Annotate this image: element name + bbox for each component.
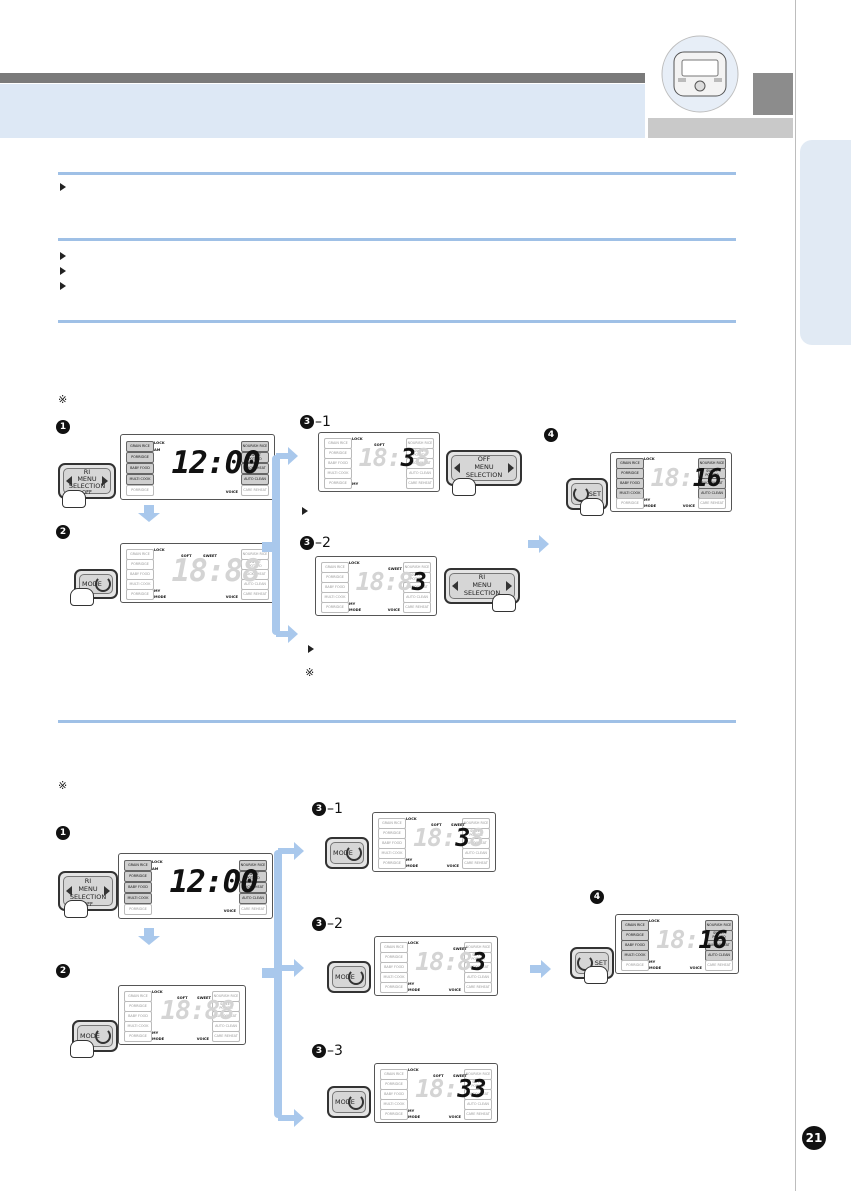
down-arrow-icon	[144, 505, 154, 513]
flow-arrow-bottom	[276, 631, 290, 637]
lcd-digits: 12:00	[169, 863, 258, 900]
lcd-panel-a4: GRAIN RICE PORRIDGE BABY FOOD MULTI COOK…	[610, 452, 732, 512]
flow-arrow-top	[278, 848, 296, 854]
step-2-icon: 2	[56, 525, 70, 539]
cooker-thumbnail-icon	[648, 30, 753, 114]
lcd-panel-b32: GRAIN RICE PORRIDGE BABY FOOD MULTI COOK…	[374, 936, 498, 996]
triangle-bullet-icon	[302, 507, 308, 515]
mode-button[interactable]: MODE	[327, 1086, 371, 1118]
right-arrow-head-icon	[294, 959, 304, 977]
section-rule-3	[58, 320, 736, 323]
step-suffix: –2	[315, 535, 331, 551]
right-margin-line	[795, 0, 796, 1191]
note-mark: ※	[58, 779, 68, 792]
lcd-panel-a31: GRAIN RICE PORRIDGE BABY FOOD MULTI COOK…	[318, 432, 440, 492]
triangle-bullet-icon	[60, 183, 66, 191]
flow-bracket	[274, 850, 282, 1118]
step-3-icon: 3	[300, 536, 314, 550]
triangle-bullet-icon	[60, 267, 66, 275]
step-suffix: –3	[327, 1043, 343, 1059]
right-arrow-head-icon	[541, 960, 551, 978]
flow-arrow-stem	[528, 540, 540, 548]
triangle-bullet-icon	[60, 252, 66, 260]
menu-selection-button[interactable]: RI MENU SELECTION OFF	[58, 463, 116, 499]
step-suffix: –1	[327, 801, 343, 817]
section-rule-4	[58, 720, 736, 723]
note-mark: ※	[305, 666, 315, 679]
menu-selection-button[interactable]: OFF MENU SELECTION	[446, 450, 522, 486]
lcd-digits: 12:00	[171, 444, 260, 481]
pointing-hand-icon	[70, 1040, 94, 1058]
header-band-dark	[0, 73, 645, 83]
section-rule-2	[58, 238, 736, 241]
triangle-bullet-icon	[60, 282, 66, 290]
right-arrow-head-icon	[539, 535, 549, 553]
lcd-panel-a2: GRAIN RICE PORRIDGE BABY FOOD MULTI COOK…	[120, 543, 275, 603]
lcd-panel-b4: GRAIN RICE PORRIDGE BABY FOOD MULTI COOK…	[615, 914, 739, 974]
step-suffix: –1	[315, 414, 331, 430]
mode-button[interactable]: MODE	[325, 837, 369, 869]
flow-bracket	[272, 455, 280, 635]
lcd-panel-b1: GRAIN RICE PORRIDGE BABY FOOD MULTI COOK…	[118, 853, 273, 919]
pointing-hand-icon	[452, 478, 476, 496]
flow-arrow-bottom	[278, 1115, 296, 1121]
flow-arrow-stem	[530, 965, 542, 973]
flow-arrow-stem	[262, 542, 274, 552]
step-1-icon: 1	[56, 826, 70, 840]
step-4-icon: 4	[544, 428, 558, 442]
flow-arrow-mid	[278, 965, 296, 971]
lcd-panel-a32: GRAIN RICE PORRIDGE BABY FOOD MULTI COOK…	[315, 556, 437, 616]
lcd-digits: 18:88	[171, 552, 260, 589]
flow-arrow-top	[276, 453, 290, 459]
lcd-panel-b2: GRAIN RICE PORRIDGE BABY FOOD MULTI COOK…	[118, 985, 246, 1045]
down-arrow-head-icon	[138, 513, 160, 522]
triangle-bullet-icon	[308, 645, 314, 653]
page-number: 21	[802, 1126, 826, 1150]
step-4-icon: 4	[590, 890, 604, 904]
right-arrow-head-icon	[288, 625, 298, 643]
right-arrow-head-icon	[288, 447, 298, 465]
side-chapter-tab	[800, 140, 851, 345]
step-1-icon: 1	[56, 420, 70, 434]
flow-arrow-stem	[262, 968, 276, 978]
pointing-hand-icon	[64, 900, 88, 918]
pointing-hand-icon	[584, 966, 608, 984]
lcd-panel-a1: GRAIN RICE PORRIDGE BABY FOOD MULTI COOK…	[120, 434, 275, 500]
pointing-hand-icon	[580, 498, 604, 516]
note-mark: ※	[58, 393, 68, 406]
header-gray-tab	[753, 73, 793, 115]
lcd-digits: 18:88	[160, 995, 235, 1026]
header-gray-strip	[648, 118, 793, 138]
section-rule-1	[58, 172, 736, 175]
lcd-panel-b33: GRAIN RICE PORRIDGE BABY FOOD MULTI COOK…	[374, 1063, 498, 1123]
right-arrow-head-icon	[294, 842, 304, 860]
step-3-icon: 3	[312, 917, 326, 931]
pointing-hand-icon	[62, 490, 86, 508]
down-arrow-icon	[144, 928, 154, 936]
pointing-hand-icon	[70, 588, 94, 606]
step-suffix: –2	[327, 916, 343, 932]
lcd-panel-b31: GRAIN RICE PORRIDGE BABY FOOD MULTI COOK…	[372, 812, 496, 872]
step-2-icon: 2	[56, 964, 70, 978]
step-3-icon: 3	[312, 1044, 326, 1058]
step-3-icon: 3	[312, 802, 326, 816]
step-3-icon: 3	[300, 415, 314, 429]
right-arrow-head-icon	[294, 1109, 304, 1127]
pointing-hand-icon	[492, 594, 516, 612]
down-arrow-head-icon	[138, 936, 160, 945]
header-band-light	[0, 84, 645, 138]
mode-button[interactable]: MODE	[327, 961, 371, 993]
